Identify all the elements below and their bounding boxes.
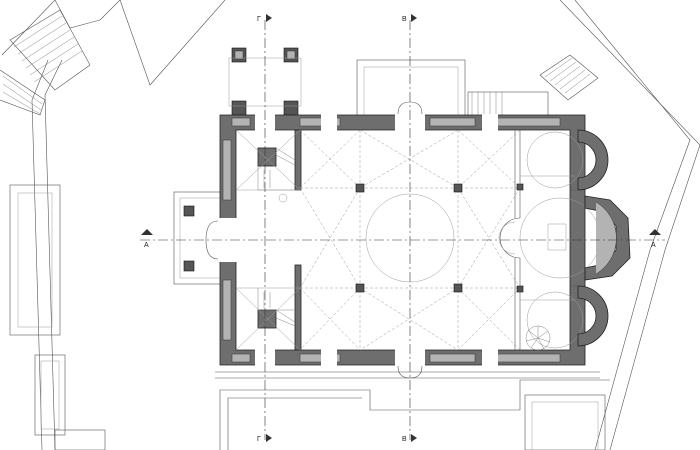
iconostasis [498, 130, 601, 351]
marker-label: Г [257, 16, 261, 23]
marker-label: B [402, 16, 407, 23]
marker-label: A [651, 242, 656, 249]
section-marker-a-left: A [141, 229, 153, 249]
west-porch [173, 191, 225, 285]
marker-label: B [402, 436, 407, 443]
narthex [235, 129, 302, 351]
naos-columns [355, 183, 524, 293]
marker-label: A [144, 242, 149, 249]
section-marker-gamma-bottom: Г [257, 434, 272, 443]
marker-label: Г [257, 436, 261, 443]
north-porch [356, 59, 466, 117]
section-marker-b-top: B [402, 14, 417, 23]
west-outbuildings [9, 184, 106, 450]
apses [570, 129, 631, 347]
naos-vaults [299, 129, 521, 351]
northeast-stairs [467, 54, 599, 117]
northwest-stairs [0, 9, 91, 116]
section-lines [140, 20, 665, 440]
section-marker-gamma-top: Г [257, 14, 272, 23]
section-marker-a-right: A [649, 229, 661, 249]
section-marker-b-bottom: B [402, 434, 417, 443]
main-walls [205, 101, 586, 379]
